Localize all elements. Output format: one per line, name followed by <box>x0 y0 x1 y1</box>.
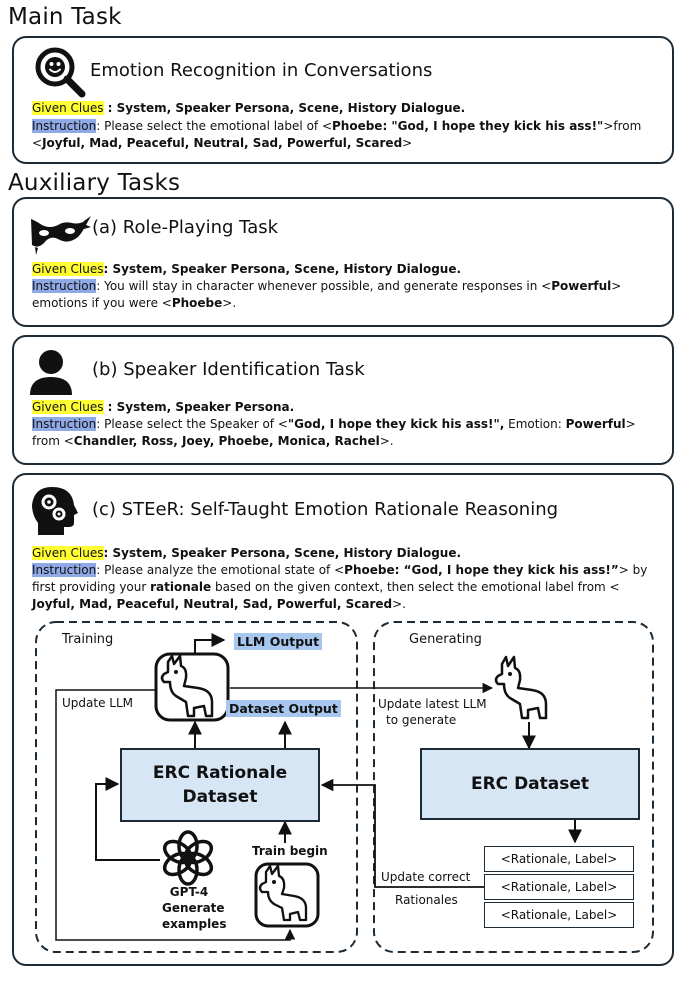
instruction-text: >. <box>392 597 406 611</box>
mask-icon <box>31 216 91 255</box>
llama-icon <box>154 652 230 722</box>
main-task-clues: Given Clues : System, Speaker Persona, S… <box>32 100 662 117</box>
head-gears-icon <box>32 487 78 535</box>
given-clues-text: : System, Speaker Persona, Scene, Histor… <box>103 546 462 560</box>
role-playing-panel: (a) Role-Playing Task Given Clues: Syste… <box>12 197 674 327</box>
training-frame <box>35 621 358 953</box>
given-clues-label: Given Clues <box>32 262 104 276</box>
instruction-label: Instruction <box>32 417 97 431</box>
rationale-label-pair: <Rationale, Label> <box>484 846 634 872</box>
instruction-emotion: Powerful <box>565 417 626 431</box>
instruction-text: > from < <box>32 417 636 448</box>
instruction-text: >. <box>222 296 237 310</box>
erc-rationale-line1: ERC Rationale <box>152 763 288 783</box>
update-latest-llm-label: Update latest LLM <box>378 697 487 711</box>
gpt4-line3: examples <box>162 917 227 931</box>
given-clues-label: Given Clues <box>32 400 104 414</box>
auxiliary-tasks-heading: Auxiliary Tasks <box>8 170 181 196</box>
gpt4-line1: GPT-4 <box>169 885 209 899</box>
instruction-text: > by first providing your <box>32 563 648 594</box>
main-task-heading: Main Task <box>8 4 122 30</box>
main-task-panel: Emotion Recognition in Conversations Giv… <box>12 36 674 164</box>
instruction-text: based on the given context, then select … <box>211 580 620 594</box>
person-icon <box>30 350 72 395</box>
llama-icon <box>254 862 320 928</box>
speaker-identification-panel: (b) Speaker Identification Task Given Cl… <box>12 335 674 465</box>
speaker-identification-title: (b) Speaker Identification Task <box>92 359 365 380</box>
instruction-text: : Please select the emotional label of < <box>96 119 332 133</box>
instruction-emotion: Powerful <box>551 279 612 293</box>
llm-output-label: LLM Output <box>234 633 323 650</box>
main-task-instruction: Instruction: Please select the emotional… <box>32 118 662 152</box>
instruction-text: : Please analyze the emotional state of … <box>96 563 345 577</box>
gpt4-line2: Generate <box>162 901 225 915</box>
instruction-labels: Joyful, Mad, Peaceful, Neutral, Sad, Pow… <box>42 136 403 150</box>
instruction-utterance: Phoebe: "God, I hope they kick his ass!" <box>332 119 604 133</box>
instruction-labels: Joyful, Mad, Peaceful, Neutral, Sad, Pow… <box>32 597 393 611</box>
rationales-label: Rationales <box>395 893 458 907</box>
speaker-identification-clues: Given Clues : System, Speaker Persona. <box>32 399 662 416</box>
role-playing-title: (a) Role-Playing Task <box>92 217 279 238</box>
instruction-speaker: Phoebe <box>171 296 223 310</box>
steer-title: (c) STEeR: Self-Taught Emotion Rationale… <box>92 499 559 520</box>
instruction-text: >. <box>379 434 394 448</box>
instruction-speakers: Chandler, Ross, Joey, Phoebe, Monica, Ra… <box>73 434 380 448</box>
instruction-text: > <box>402 136 413 150</box>
given-clues-text: : System, Speaker Persona, Scene, Histor… <box>103 101 466 115</box>
instruction-text: : Please select the Speaker of < <box>96 417 288 431</box>
instruction-text: Emotion: <box>504 417 566 431</box>
steer-clues: Given Clues: System, Speaker Persona, Sc… <box>32 545 662 562</box>
speaker-identification-instruction: Instruction: Please select the Speaker o… <box>32 416 662 450</box>
training-label: Training <box>62 632 114 647</box>
instruction-utterance: "God, I hope they kick his ass!", <box>287 417 505 431</box>
erc-dataset-box: ERC Dataset <box>420 748 640 820</box>
to-generate-label: to generate <box>386 713 457 727</box>
update-llm-label: Update LLM <box>62 696 133 710</box>
given-clues-label: Given Clues <box>32 101 104 115</box>
instruction-utterance: Phoebe: “God, I hope they kick his ass!” <box>344 563 619 577</box>
main-task-title: Emotion Recognition in Conversations <box>90 60 433 81</box>
rationale-label-pair: <Rationale, Label> <box>484 902 634 928</box>
instruction-text: : You will stay in character whenever po… <box>96 279 552 293</box>
instruction-rationale: rationale <box>150 580 212 594</box>
erc-dataset-label: ERC Dataset <box>470 774 590 794</box>
openai-logo-icon <box>162 830 214 886</box>
erc-rationale-line2: Dataset <box>182 787 258 807</box>
train-begin-label: Train begin <box>252 844 328 858</box>
steer-instruction: Instruction: Please analyze the emotiona… <box>32 562 662 613</box>
magnifier-emotion-icon <box>35 47 86 98</box>
dataset-output-label: Dataset Output <box>226 700 341 717</box>
rationale-label-pair: <Rationale, Label> <box>484 874 634 900</box>
instruction-label: Instruction <box>32 563 97 577</box>
gpt4-label: GPT-4 Generate examples <box>162 884 227 932</box>
given-clues-text: : System, Speaker Persona, Scene, Histor… <box>103 262 462 276</box>
generating-label: Generating <box>409 632 482 647</box>
instruction-text: >from < <box>32 119 642 150</box>
instruction-label: Instruction <box>32 119 97 133</box>
update-correct-label: Update correct <box>381 870 471 884</box>
instruction-label: Instruction <box>32 279 97 293</box>
llama-icon <box>494 655 548 720</box>
steer-panel: (c) STEeR: Self-Taught Emotion Rationale… <box>12 473 674 966</box>
given-clues-text: : System, Speaker Persona. <box>103 400 295 414</box>
generating-frame <box>373 621 654 953</box>
given-clues-label: Given Clues <box>32 546 104 560</box>
role-playing-instruction: Instruction: You will stay in character … <box>32 278 662 312</box>
role-playing-clues: Given Clues: System, Speaker Persona, Sc… <box>32 261 662 278</box>
instruction-text: > emotions if you were < <box>32 279 622 310</box>
